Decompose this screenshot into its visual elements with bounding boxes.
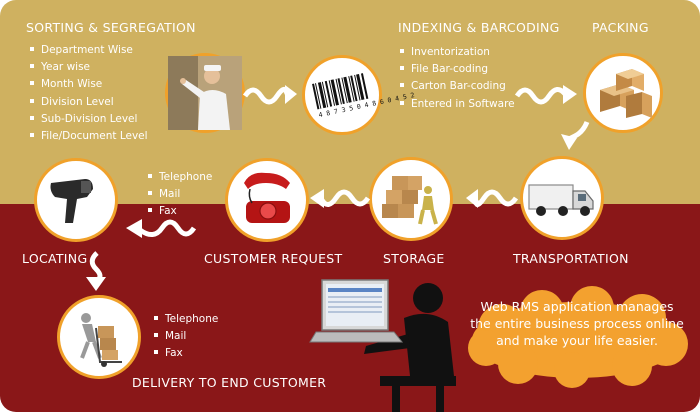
- list-item: File Bar-coding: [400, 61, 515, 78]
- list-item: Sub-Division Level: [30, 111, 148, 128]
- list-item: Entered in Software: [400, 96, 515, 113]
- customer-request-title: CUSTOMER REQUEST: [204, 251, 343, 266]
- storage-circle: [369, 157, 453, 241]
- list-item: Mail: [148, 186, 212, 203]
- cloud-text: Web RMS application manages the entire b…: [470, 299, 684, 348]
- list-item: Inventorization: [400, 44, 515, 61]
- transportation-title: TRANSPORTATION: [513, 251, 629, 266]
- barcode-icon: 4 8 7 3 5 0 4 8 6 0 4 5 2: [312, 73, 415, 119]
- storage-title: STORAGE: [383, 251, 445, 266]
- delivery-man-icon: [80, 313, 122, 367]
- list-item: Telephone: [148, 169, 212, 186]
- boxes-icon: [600, 69, 652, 118]
- arrow-left-icon: [126, 219, 197, 238]
- arrow-down-icon: [86, 251, 106, 291]
- arrow-right-icon: [514, 85, 577, 105]
- arrow-down-left-icon: [561, 121, 590, 150]
- locating-circle: [34, 158, 118, 242]
- telephone-icon: [244, 172, 290, 223]
- barcode-circle: 4 8 7 3 5 0 4 8 6 0 4 5 2: [302, 55, 415, 135]
- list-item: Department Wise: [30, 42, 148, 59]
- indexing-list: Inventorization File Bar-coding Carton B…: [400, 44, 515, 113]
- delivery-list: Telephone Mail Fax: [154, 311, 218, 363]
- list-item: Month Wise: [30, 76, 148, 93]
- transportation-circle: [520, 156, 604, 240]
- storage-boxes-icon: [382, 176, 438, 225]
- truck-icon: [528, 184, 594, 216]
- worker-icon: [168, 56, 242, 130]
- laptop-user-silhouette: [309, 279, 456, 412]
- delivery-title: DELIVERY TO END CUSTOMER: [132, 375, 327, 390]
- arrow-left-icon: [466, 189, 519, 208]
- arrow-left-icon: [310, 189, 371, 208]
- delivery-circle: [57, 295, 141, 379]
- sorting-list: Department Wise Year wise Month Wise Div…: [30, 42, 148, 145]
- list-item: Carton Bar-coding: [400, 78, 515, 95]
- list-item: Fax: [148, 203, 212, 220]
- packing-title: PACKING: [592, 20, 649, 35]
- info-cloud: [468, 286, 688, 388]
- worker-circle: [165, 53, 245, 133]
- locating-title: LOCATING: [22, 251, 88, 266]
- scanner-icon: [50, 179, 93, 223]
- sorting-title: SORTING & SEGREGATION: [26, 20, 196, 35]
- list-item: Year wise: [30, 59, 148, 76]
- list-item: Fax: [154, 345, 218, 362]
- list-item: Telephone: [154, 311, 218, 328]
- indexing-title: INDEXING & BARCODING: [398, 20, 560, 35]
- list-item: Division Level: [30, 94, 148, 111]
- customer-request-circle: [225, 158, 309, 242]
- packing-circle: [583, 53, 663, 133]
- arrow-right-icon: [242, 85, 297, 105]
- list-item: Mail: [154, 328, 218, 345]
- list-item: File/Document Level: [30, 128, 148, 145]
- customer-request-list: Telephone Mail Fax: [148, 169, 212, 221]
